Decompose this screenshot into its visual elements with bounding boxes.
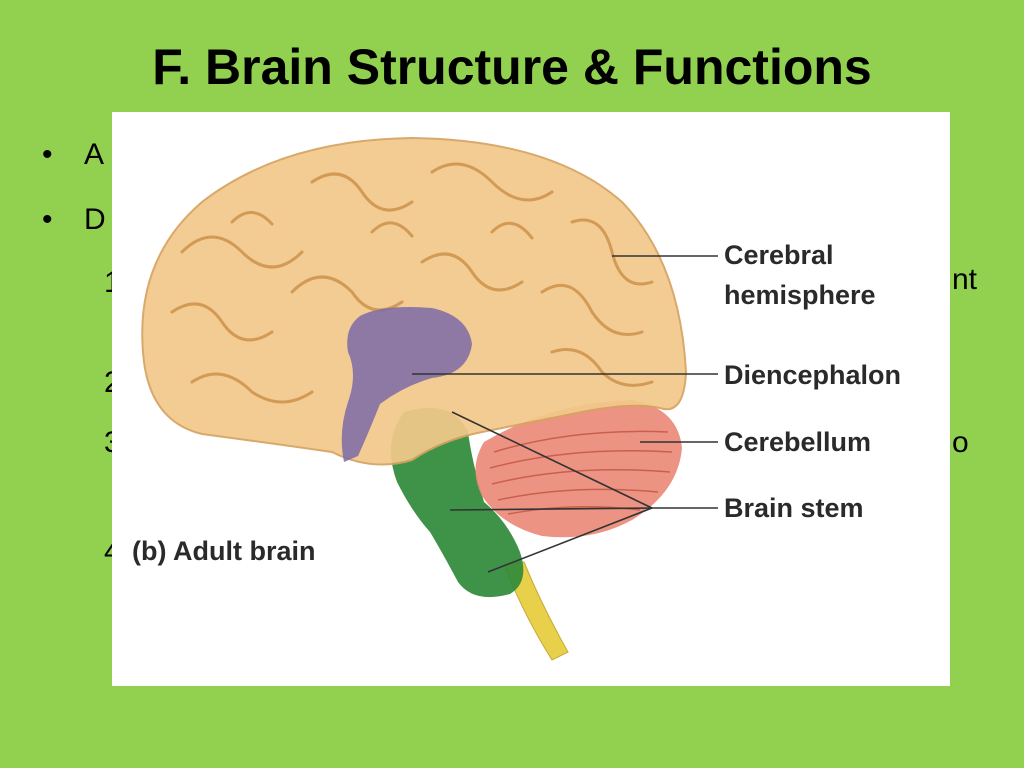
- bullet-dot: •: [42, 138, 53, 171]
- bullet-fragment-nt: nt: [952, 263, 978, 296]
- diagram-caption: (b) Adult brain: [132, 536, 315, 566]
- cerebellum-shape: [475, 400, 682, 538]
- cerebrum-shape: [141, 136, 688, 466]
- bullet-dot: •: [42, 203, 53, 236]
- brain-diagram: Cerebral hemisphere Diencephalon Cerebel…: [112, 112, 950, 686]
- brain-stem-shape: [390, 407, 524, 598]
- label-brain-stem: Brain stem: [724, 493, 864, 523]
- bullet-fragment-d: D: [84, 203, 106, 236]
- bullet-fragment-a: A: [84, 138, 105, 171]
- label-cerebral-line1: Cerebral: [724, 240, 834, 270]
- bullet-fragment-o: o: [952, 426, 969, 459]
- label-cerebral-line2: hemisphere: [724, 280, 876, 310]
- label-diencephalon: Diencephalon: [724, 360, 901, 390]
- label-cerebellum: Cerebellum: [724, 427, 871, 457]
- diencephalon-shape: [341, 307, 472, 462]
- leader-lines: [412, 255, 718, 573]
- spinal-cord: [503, 561, 569, 661]
- slide-title: F. Brain Structure & Functions: [152, 39, 872, 95]
- brain-illustration: Cerebral hemisphere Diencephalon Cerebel…: [132, 136, 901, 661]
- gyri-pattern: [170, 162, 654, 404]
